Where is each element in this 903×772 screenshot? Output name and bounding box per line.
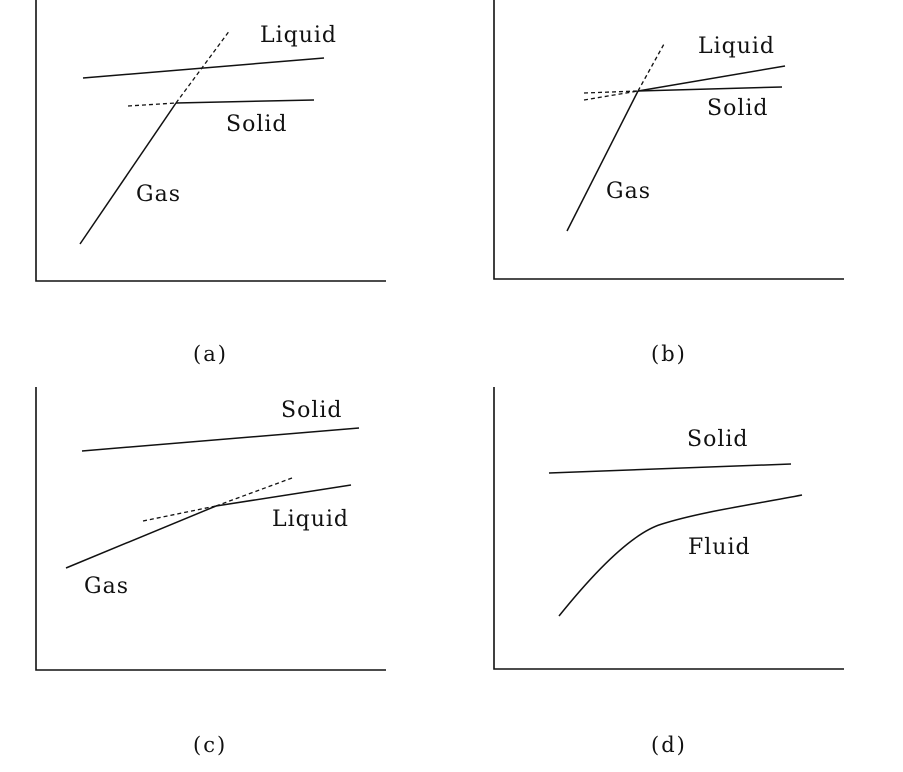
panel-c-gas-line xyxy=(65,505,217,569)
panel-c-solid-line xyxy=(81,427,360,452)
panel-b-gas-label: Gas xyxy=(606,179,651,204)
panel-b-solid-line xyxy=(637,86,783,92)
panel-a-caption: (a) xyxy=(193,342,228,366)
panel-b-gas-line xyxy=(566,90,639,232)
panel-b-solid-metastable-line xyxy=(583,90,639,94)
panel-c-liquid-line xyxy=(215,484,352,507)
panel-c-liquid-metastable-line xyxy=(142,505,217,522)
panel-a-solid-line xyxy=(175,99,315,104)
panel-d-solid-line xyxy=(548,463,792,474)
panel-c-caption: (c) xyxy=(193,733,227,757)
panel-a: Liquid Solid Gas (a) xyxy=(35,0,386,366)
panel-d-solid-label: Solid xyxy=(687,427,748,452)
panel-b-solid-label: Solid xyxy=(707,96,768,121)
panel-d-fluid-curve xyxy=(558,494,803,617)
panel-b-liquid-line xyxy=(637,65,786,92)
panel-b: Liquid Solid Gas (b) xyxy=(493,0,844,366)
panel-a-gas-metastable-line xyxy=(175,29,231,104)
panel-a-solid-label: Solid xyxy=(226,112,287,137)
panel-b-caption: (b) xyxy=(651,342,687,366)
panel-d-axes xyxy=(493,387,844,670)
panel-c-solid-label: Solid xyxy=(281,398,342,423)
panel-c-gas-label: Gas xyxy=(84,574,129,599)
panel-d-caption: (d) xyxy=(651,733,687,757)
panel-a-axes xyxy=(35,0,386,282)
panel-b-gas-metastable-line xyxy=(637,43,665,92)
panel-b-axes xyxy=(493,0,844,280)
panel-b-liquid-metastable-line xyxy=(583,90,639,101)
panel-c-liquid-label: Liquid xyxy=(272,507,349,532)
panel-a-liquid-label: Liquid xyxy=(260,23,337,48)
panel-d-fluid-label: Fluid xyxy=(688,535,751,560)
panel-a-liquid-line xyxy=(82,57,325,79)
panel-a-gas-label: Gas xyxy=(136,182,181,207)
panel-a-gas-line xyxy=(79,102,177,245)
panel-d: Solid Fluid (d) xyxy=(493,387,844,757)
panel-a-solid-metastable-line xyxy=(127,102,177,107)
panel-c-gas-metastable-line xyxy=(215,477,293,507)
panel-c: Solid Liquid Gas (c) xyxy=(35,387,386,757)
panel-b-liquid-label: Liquid xyxy=(698,34,775,59)
panel-c-axes xyxy=(35,387,386,671)
